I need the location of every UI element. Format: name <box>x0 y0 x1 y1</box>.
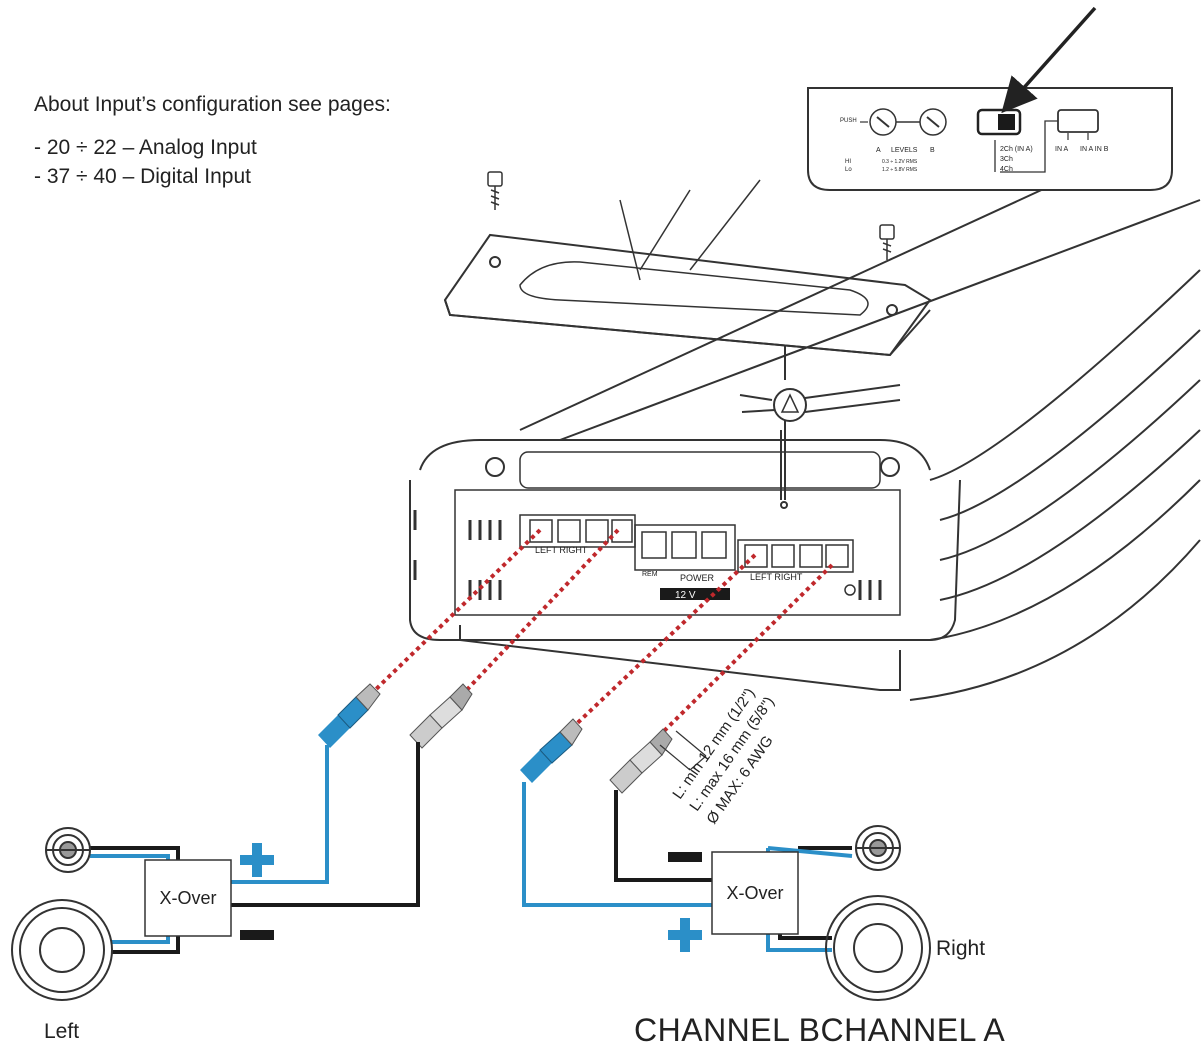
right-plus-sign <box>668 918 702 952</box>
channel-a-label: CHANNEL A <box>820 1012 1006 1048</box>
cover-plate <box>443 233 932 357</box>
note-item-analog: - 20 ÷ 22 – Analog Input <box>34 136 257 159</box>
note-heading: About Input’s configuration see pages: <box>34 93 391 116</box>
dotted-guides <box>368 528 834 737</box>
right-speaker-label: Right <box>936 937 986 960</box>
inset-mode-4ch: 4Ch <box>1000 166 1013 173</box>
right-minus-sign <box>668 852 702 862</box>
inset-levels: LEVELS <box>891 147 918 154</box>
screw-left <box>487 171 503 210</box>
right-wiring <box>522 782 853 952</box>
control-panel-inset <box>807 87 1173 191</box>
level-knob-b <box>919 108 947 136</box>
amplifier <box>409 139 1201 701</box>
input-config-note: About Input’s configuration see pages: -… <box>34 90 391 191</box>
note-item-digital: - 37 ÷ 40 – Digital Input <box>34 165 251 188</box>
inset-in-a: IN A <box>1055 146 1069 153</box>
inset-hi: HI <box>845 159 851 165</box>
right-xover-label: X-Over <box>726 882 784 903</box>
right-woofer <box>825 895 931 1001</box>
inset-range-lo: 1.2 ÷ 5.8V RMS <box>882 167 918 173</box>
inset-in-ab: IN A IN B <box>1080 146 1109 153</box>
strip-length-dimension <box>659 730 707 771</box>
left-tweeter <box>45 827 91 873</box>
left-xover-box <box>144 859 232 937</box>
inset-range-hi: 0.3 ÷ 1.2V RMS <box>882 159 918 165</box>
right-tweeter <box>855 825 901 871</box>
inset-mode-3ch: 3Ch <box>1000 156 1013 163</box>
left-xover-label: X-Over <box>159 887 217 908</box>
terminal-label-1: LEFT RIGHT <box>535 545 588 555</box>
connector-right-positive <box>520 718 583 783</box>
input-switch <box>1057 109 1099 133</box>
connector-left-positive <box>318 683 381 748</box>
pointer-arrow <box>1001 6 1097 114</box>
screwdriver-tool <box>739 345 901 509</box>
voltage-label: 12 V <box>675 590 696 601</box>
channel-b-label: CHANNEL BCHANNEL A <box>634 1012 1006 1048</box>
left-speaker-label: Left <box>44 1020 80 1043</box>
inset-push: PUSH <box>840 118 857 124</box>
inset-a: A <box>876 147 881 154</box>
power-label: POWER <box>680 573 715 583</box>
inset-mode-2ch: 2Ch (IN A) <box>1000 146 1033 153</box>
rem-label: REM <box>642 571 658 578</box>
connector-right-negative <box>609 728 673 794</box>
inset-b: B <box>930 147 935 154</box>
terminal-label-2: LEFT RIGHT <box>750 572 803 582</box>
inset-lo: Lo <box>845 167 852 173</box>
left-minus-sign <box>240 930 274 940</box>
right-xover-box <box>711 851 799 935</box>
connector-left-negative <box>409 683 473 749</box>
left-plus-sign <box>240 843 274 877</box>
screw-right <box>879 224 895 260</box>
left-woofer <box>11 899 113 1001</box>
